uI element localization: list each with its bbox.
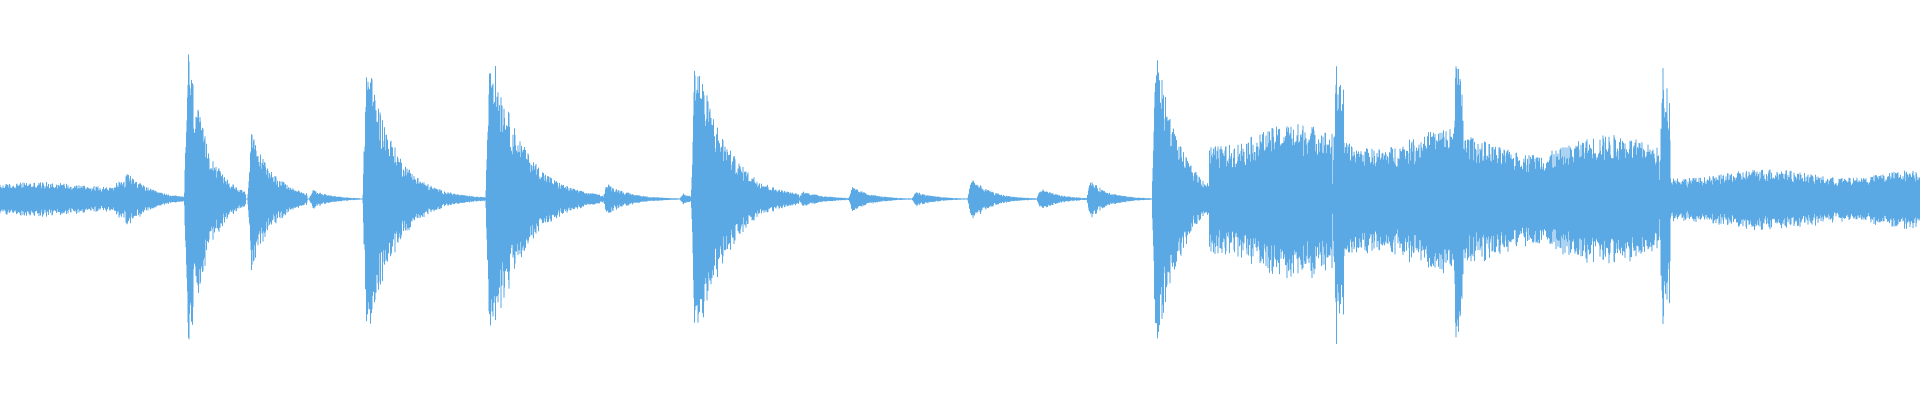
waveform-trace [0,54,1920,344]
